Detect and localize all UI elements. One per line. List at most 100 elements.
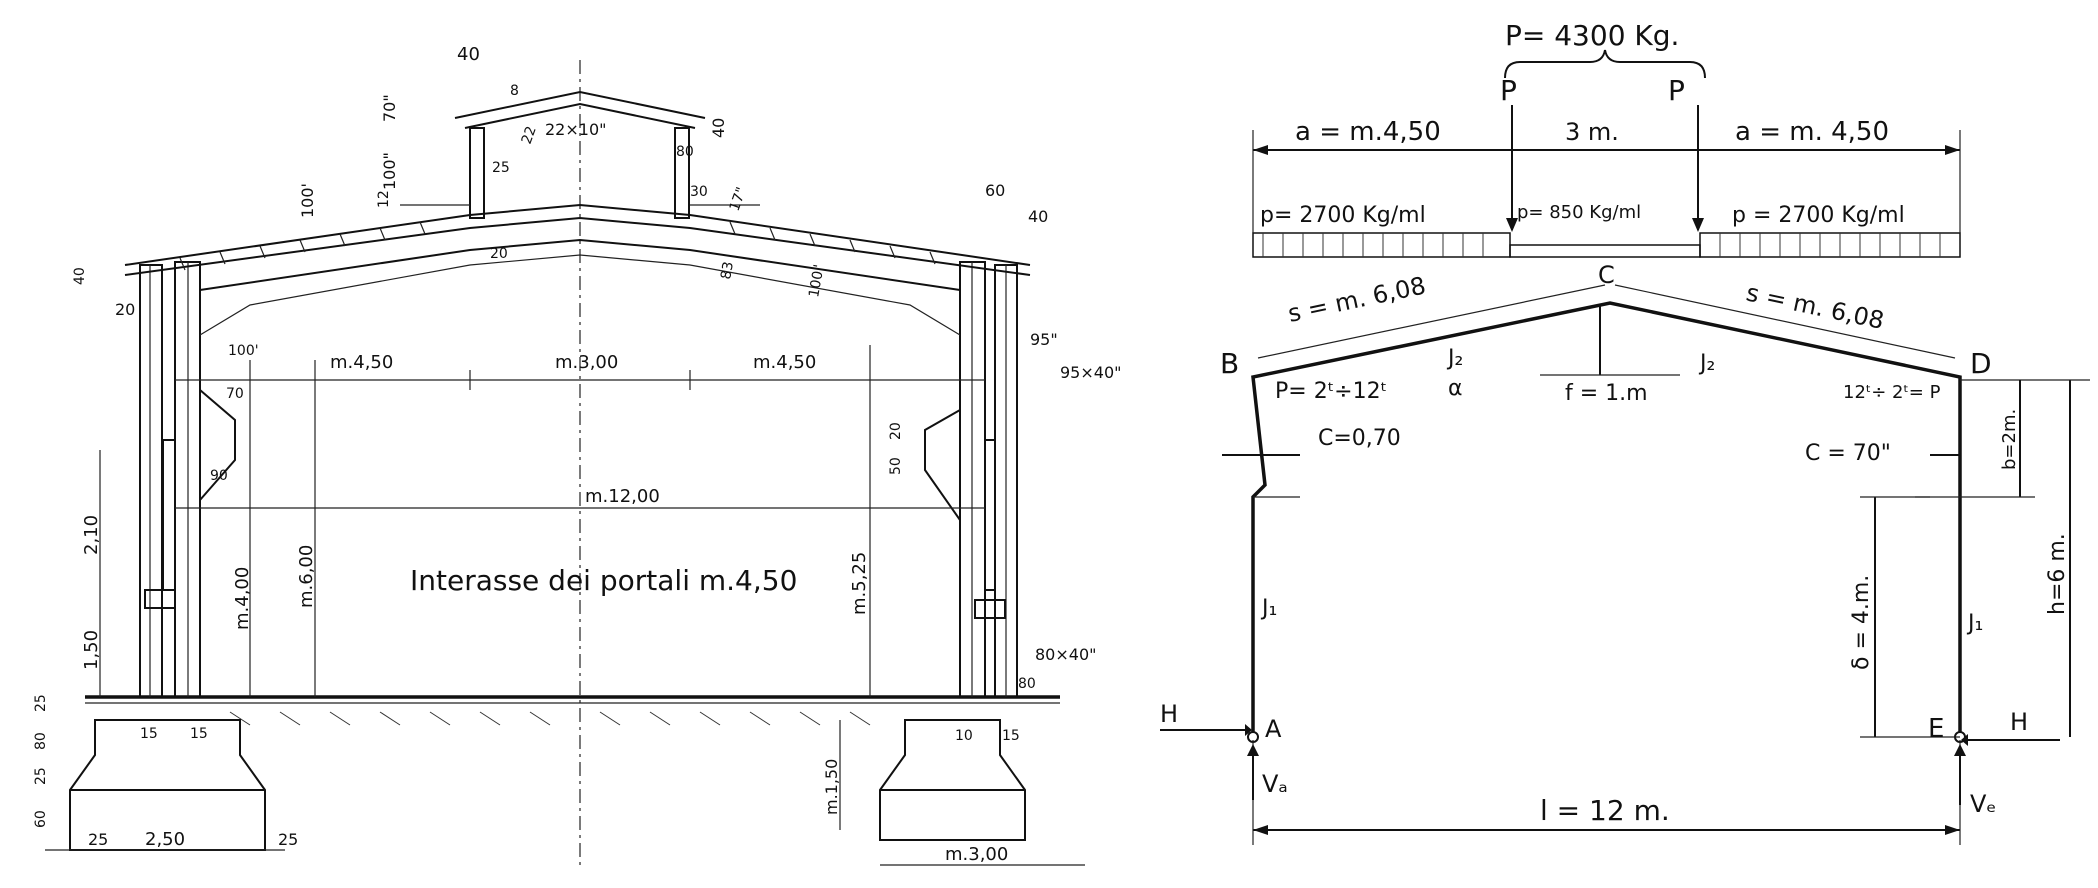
rise-label: f = 1.m [1565, 381, 1648, 406]
h-dim-label: h=6 m. [2045, 533, 2070, 615]
dist-load-right-label: p = 2700 Kg/ml [1732, 203, 1905, 228]
node-A-label: A [1265, 715, 1282, 743]
footing-right-25-label: 25 [278, 830, 298, 849]
b-dim-label: b=2m. [1999, 409, 2020, 470]
H-left-label: H [1160, 700, 1178, 728]
dim-lantern-right: 80 [676, 144, 694, 160]
right-depth-label: m.1,50 [822, 759, 841, 815]
J1-left-label: J₁ [1260, 596, 1277, 621]
height-210-label: 2,10 [81, 515, 102, 555]
portal-section-drawing: Interasse dei portali m.4,50 40 70" 100"… [33, 44, 1121, 870]
span-middle-label: m.3,00 [555, 352, 618, 373]
span-a-right-label: a = m. 4,50 [1735, 117, 1889, 147]
dim-roof-12: 12 [376, 190, 392, 208]
dim-lantern-small: 25 [492, 160, 510, 176]
alpha-label: α [1448, 376, 1463, 401]
dim-roof-100: 100' [298, 183, 317, 218]
VA-label: Vₐ [1262, 770, 1288, 798]
dim-right-60: 60 [985, 181, 1005, 200]
right-footing [879, 719, 1026, 841]
static-scheme-diagram: P= 4300 Kg. P P a = m.4,50 3 m. a = m. 4… [1160, 19, 2090, 845]
dim-left-70: 70 [226, 386, 244, 402]
right-footing-label: m.3,00 [945, 844, 1008, 865]
base-25a-label: 25 [33, 694, 49, 712]
P-left-label: P= 2ᵗ÷12ᵗ [1275, 379, 1387, 404]
dim-lantern-30: 30 [690, 184, 708, 200]
J2-right-label: J₂ [1698, 351, 1715, 376]
dim-left-90: 90 [210, 468, 228, 484]
dim-left-40: 40 [72, 267, 88, 285]
rafter-left-label: s = m. 6,08 [1285, 271, 1428, 327]
dist-load-left-label: p= 2700 Kg/ml [1260, 203, 1426, 228]
height-6-label: m.6,00 [296, 545, 317, 608]
base-section-label: 80×40" [1035, 645, 1096, 664]
right-15-label: 15 [1002, 728, 1020, 744]
P-right-label: 12ᵗ÷ 2ᵗ= P [1843, 382, 1941, 403]
dim-skylight-post: 100" [380, 152, 399, 190]
dim-beam: 22×10" [545, 120, 606, 139]
span-total-label: m.12,00 [585, 486, 660, 507]
node-B-label: B [1220, 347, 1239, 380]
dim-skylight-width: 40 [457, 44, 480, 65]
ground [85, 695, 1060, 726]
dim-lantern-side: 40 [709, 118, 728, 138]
portal-frame [1251, 301, 1962, 737]
section-caption: Interasse dei portali m.4,50 [410, 564, 797, 597]
dim-slope-22: 22 [519, 124, 540, 146]
span-dim-lines [45, 345, 1085, 866]
rafter-right-label: s = m. 6,08 [1744, 278, 1887, 334]
total-load-label: P= 4300 Kg. [1505, 19, 1679, 52]
base-60-label: 60 [33, 810, 49, 828]
dim-lantern-17: 17" [727, 185, 750, 213]
right-10-label: 10 [955, 728, 973, 744]
base-25b-label: 25 [33, 767, 49, 785]
span-right-label: m.4,50 [753, 352, 816, 373]
col-15a-label: 15 [140, 726, 158, 742]
reactions [1160, 724, 2060, 805]
J2-left-label: J₂ [1446, 346, 1463, 371]
dist-load-mid-label: p= 850 Kg/ml [1517, 202, 1641, 223]
span-mid-label: 3 m. [1565, 118, 1619, 146]
corbel-50-label: 50 [888, 457, 904, 475]
dim-rafter-20: 20 [490, 246, 508, 262]
point-load-right-label: P [1668, 74, 1685, 107]
dim-right-40: 40 [1028, 207, 1048, 226]
roof-lantern [400, 90, 760, 219]
dim-left-20: 20 [115, 300, 135, 319]
distributed-load [1252, 232, 1961, 258]
dim-right-section: 95×40" [1060, 363, 1121, 382]
dim-skylight-height: 70" [380, 94, 399, 122]
roof-girders [124, 203, 1031, 336]
height-150-label: 1,50 [81, 630, 102, 670]
J1-right-label: J₁ [1966, 611, 1983, 636]
base-80-left-label: 80 [33, 732, 49, 750]
dim-rafter-83: 83 [718, 260, 737, 280]
height-525-label: m.5,25 [849, 552, 870, 615]
left-column [139, 261, 236, 698]
point-load-left-label: P [1500, 74, 1517, 107]
col-15b-label: 15 [190, 726, 208, 742]
VE-label: Vₑ [1970, 790, 1996, 818]
base-80-label: 80 [1018, 676, 1036, 692]
dim-left-100: 100' [228, 343, 259, 359]
c-left-label: C=0,70 [1318, 426, 1401, 451]
dim-rafter-100: 100" [806, 263, 828, 298]
footing-width-label: 2,50 [145, 829, 185, 850]
span-l-label: l = 12 m. [1540, 794, 1670, 827]
span-a-left-label: a = m.4,50 [1295, 117, 1441, 147]
point-loads [1504, 49, 1706, 232]
corbel-20-label: 20 [888, 422, 904, 440]
dim-slope-8: 8 [510, 83, 519, 99]
dim-right-95: 95" [1030, 330, 1058, 349]
node-D-label: D [1970, 347, 1992, 380]
H-right-label: H [2010, 708, 2028, 736]
span-left-label: m.4,50 [330, 352, 393, 373]
node-C-label: C [1598, 261, 1615, 289]
right-column [924, 261, 1018, 698]
c-right-label: C = 70" [1805, 441, 1891, 466]
delta-dim-label: δ = 4.m. [1849, 575, 1874, 670]
node-E-label: E [1928, 714, 1944, 744]
top-span-dims [1252, 130, 1961, 233]
bottom-span-dim [1252, 740, 1961, 845]
